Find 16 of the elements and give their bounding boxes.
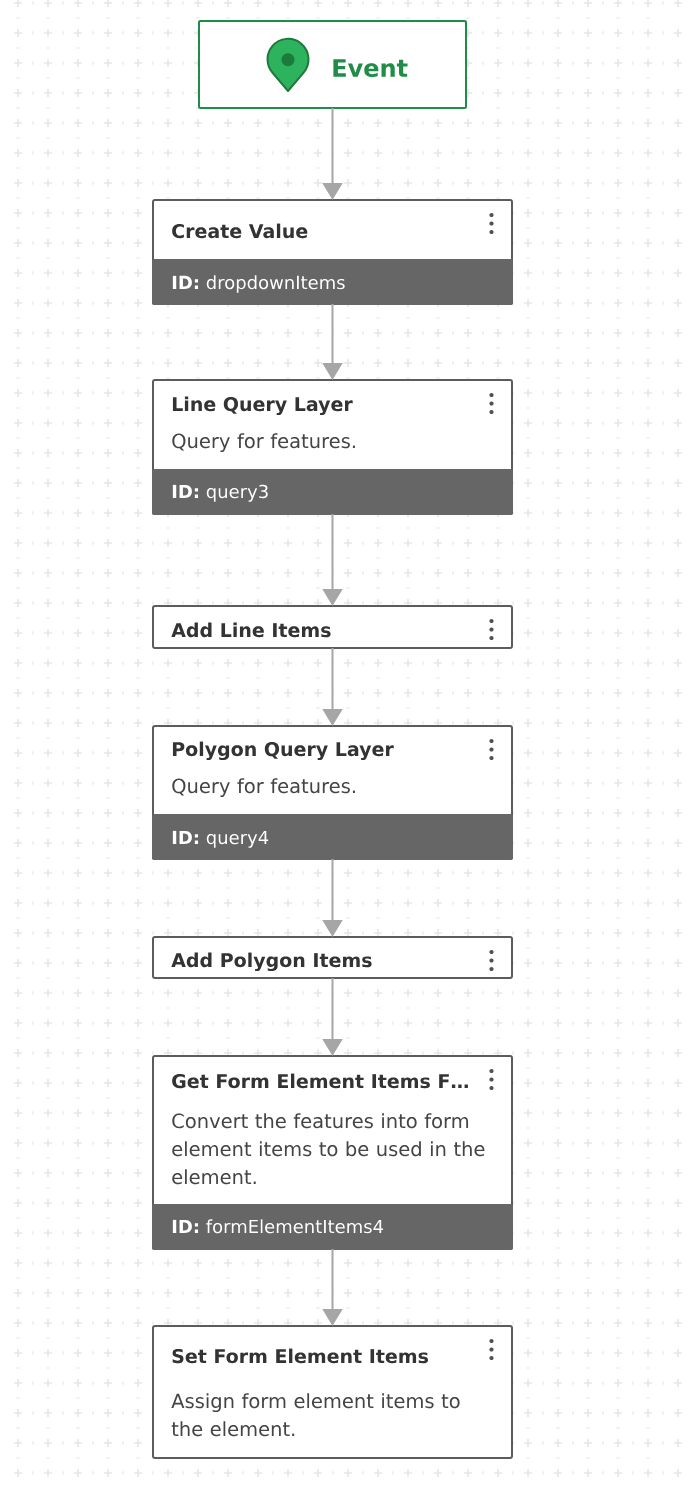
step-description: Assign form element items to the element.	[171, 1393, 460, 1437]
id-band: ID: query3	[152, 469, 513, 515]
step-title: Create Value	[172, 223, 308, 239]
id-band: ID: dropdownItems	[152, 259, 513, 305]
step-title: Get Form Element Items F…	[172, 1073, 468, 1089]
step-description: Query for features.	[172, 433, 355, 453]
step-title: Add Line Items	[171, 622, 331, 638]
step-description: Query for features.	[172, 778, 355, 798]
step-title: Set Form Element Items	[172, 1348, 428, 1364]
step-title: Line Query Layer	[172, 396, 353, 416]
step-title: Polygon Query Layer	[172, 741, 394, 761]
id-band: ID: query4	[152, 814, 513, 860]
id-band: ID: formElementItems4	[152, 1204, 513, 1250]
step-description: Convert the features into form element items to be used in the element.	[172, 1113, 485, 1185]
event-box: Event	[198, 20, 467, 109]
step-title: Add Polygon Items	[171, 952, 372, 972]
